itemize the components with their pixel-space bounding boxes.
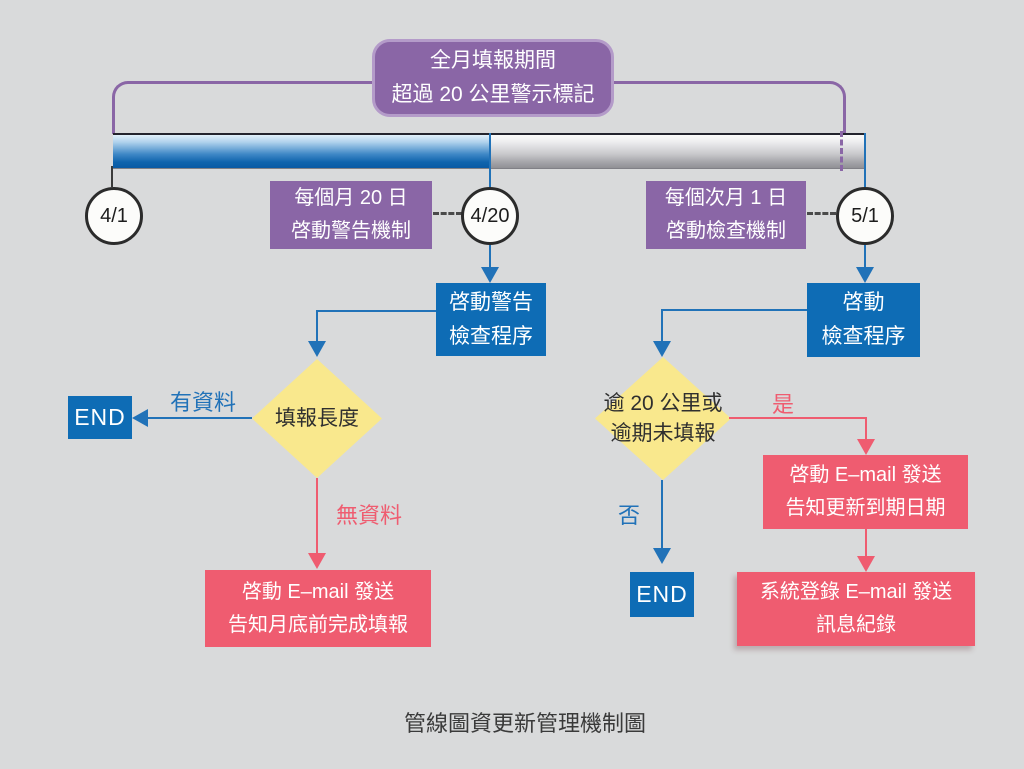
process-warn-line2: 檢查程序 <box>449 324 533 348</box>
action-notify-email: 啓動 E–mail 發送 告知更新到期日期 <box>763 455 968 529</box>
milestone-circle-4-20: 4/20 <box>461 187 519 245</box>
diamond-shape <box>595 357 731 480</box>
arrowhead-to-end-right <box>653 548 671 564</box>
connector-yes-horizontal <box>729 417 867 419</box>
elbow-right-horizontal <box>662 309 807 311</box>
note-warning-line2: 啓動警告機制 <box>291 220 411 242</box>
connector-yes-vertical <box>865 417 867 441</box>
connector-has-data <box>146 417 252 419</box>
elbow-left-horizontal <box>317 310 436 312</box>
action-remind-line2: 告知月底前完成填報 <box>228 613 408 636</box>
end-left-box: END <box>68 396 132 439</box>
arrowhead-to-warn-process <box>481 267 499 283</box>
branch-label-no: 否 <box>618 503 641 528</box>
decision-left-text: 填報長度 <box>252 359 382 478</box>
elbow-left-vertical <box>316 310 318 342</box>
elbow-right-vertical <box>661 309 663 342</box>
branch-label-no-data: 無資料 <box>336 503 403 528</box>
connector-no <box>661 480 663 550</box>
note-check-mechanism: 每個次月 1 日 啓動檢查機制 <box>646 181 806 249</box>
arrowhead-to-notify-action <box>857 439 875 455</box>
connector-no-data <box>316 478 318 555</box>
connector-notify-to-log <box>865 529 867 558</box>
decision-over-20km: 逾 20 公里或 逾期未填報 <box>595 357 731 480</box>
dashed-connector-warn <box>433 212 462 215</box>
connector-bar-to-5-1 <box>864 133 866 187</box>
action-remind-email: 啓動 E–mail 發送 告知月底前完成填報 <box>205 570 431 647</box>
arrowhead-to-right-decision <box>653 341 671 357</box>
diagram-caption: 管線圖資更新管理機制圖 <box>403 711 646 736</box>
banner-line2: 超過 20 公里警示標記 <box>391 83 595 106</box>
timeline-bar-remaining-segment <box>490 135 865 168</box>
banner-line1: 全月填報期間 <box>430 49 556 72</box>
connector-bar-to-4-20 <box>489 133 491 187</box>
note-warning-line1: 每個月 20 日 <box>294 187 408 209</box>
action-notify-line2: 告知更新到期日期 <box>785 497 946 519</box>
end-left-label: END <box>74 404 126 430</box>
dashed-connector-check <box>807 212 836 215</box>
branch-label-has-data: 有資料 <box>170 390 237 415</box>
connector-5-1-to-process <box>864 241 866 269</box>
action-remind-line1: 啓動 E–mail 發送 <box>241 580 395 603</box>
decision-left-line1: 填報長度 <box>275 406 359 430</box>
process-warn-line1: 啓動警告 <box>449 290 533 314</box>
note-warning-mechanism: 每個月 20 日 啓動警告機制 <box>270 181 432 249</box>
milestone-circle-5-1: 5/1 <box>836 187 894 245</box>
milestone-label-5-1: 5/1 <box>851 204 879 227</box>
process-check-line2: 檢查程序 <box>821 325 906 348</box>
milestone-label-4-20: 4/20 <box>470 204 510 227</box>
note-check-line2: 啓動檢查機制 <box>666 220 786 242</box>
arrowhead-to-left-decision <box>308 341 326 357</box>
decision-report-length: 填報長度 <box>252 359 382 478</box>
end-right-box: END <box>630 572 694 617</box>
process-warn-check: 啓動警告 檢查程序 <box>436 283 546 356</box>
connector-4-20-to-process <box>489 241 491 269</box>
process-check: 啓動 檢查程序 <box>807 283 920 357</box>
arrowhead-to-end-left <box>132 409 148 427</box>
diamond-shape <box>252 359 382 478</box>
milestone-circle-4-1: 4/1 <box>85 187 143 245</box>
threshold-dashed-marker <box>840 131 843 171</box>
action-log-line1: 系統登錄 E–mail 發送 <box>759 581 953 603</box>
arrowhead-to-log-action <box>857 556 875 572</box>
action-notify-line1: 啓動 E–mail 發送 <box>789 464 942 486</box>
decision-right-line2: 逾期未填報 <box>610 421 716 445</box>
decision-right-text: 逾 20 公里或 逾期未填報 <box>595 357 731 480</box>
decision-right-line1: 逾 20 公里或 <box>603 391 723 415</box>
note-check-line1: 每個次月 1 日 <box>664 187 788 209</box>
action-log-record: 系統登錄 E–mail 發送 訊息紀錄 <box>737 572 975 646</box>
end-right-label: END <box>636 581 688 607</box>
process-check-line1: 啓動 <box>842 291 885 314</box>
arrowhead-to-check-process <box>856 267 874 283</box>
timeline-bar-filled-segment <box>113 135 490 168</box>
connector-bar-to-4-1 <box>111 166 113 187</box>
arrowhead-to-remind-action <box>308 553 326 569</box>
branch-label-yes: 是 <box>772 392 795 417</box>
milestone-label-4-1: 4/1 <box>100 204 128 227</box>
banner-month-report: 全月填報期間 超過 20 公里警示標記 <box>372 39 614 117</box>
action-log-line2: 訊息紀錄 <box>816 614 896 636</box>
